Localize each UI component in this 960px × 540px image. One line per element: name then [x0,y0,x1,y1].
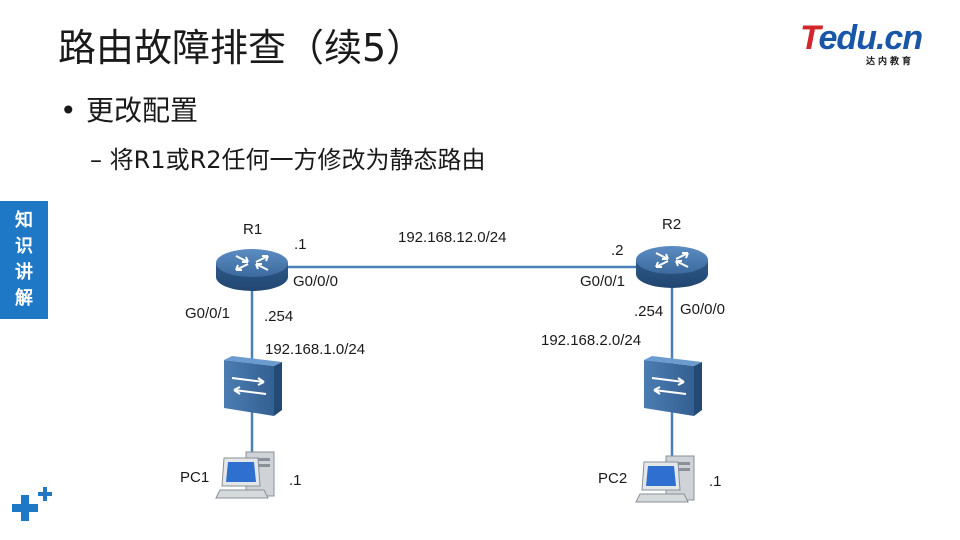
pc-icon[interactable] [635,455,695,503]
side-tab-char: 识 [15,236,33,257]
r1-lan-ip-label: .254 [264,308,294,325]
r2-wan-port-label: G0/0/1 [580,273,626,290]
wan-network-label: 192.168.12.0/24 [398,229,507,246]
plus-logo-icon [12,487,52,521]
logo-wordmark: Tedu.cn [800,18,924,58]
pc2-name-label: PC2 [598,470,628,487]
logo-subtitle: 达内教育 [866,57,915,67]
pc1-name-label: PC1 [180,469,210,486]
bullet-sub: – 将R1或R2任何一方修改为静态路由 [90,146,486,174]
logo-letter-t: T [800,19,819,57]
r2-wan-ip-label: .2 [611,242,624,259]
bullet-dot: • [60,94,77,127]
switch-icon[interactable] [644,356,702,416]
switch-icon[interactable] [224,356,282,416]
r2-name-label: R2 [662,216,682,233]
lan2-network-label: 192.168.2.0/24 [541,332,642,349]
router-icon[interactable] [216,249,288,291]
pc2-ip-label: .1 [709,473,722,490]
side-tab-char: 解 [15,288,33,309]
r1-wan-port-label: G0/0/0 [293,273,339,290]
tedu-logo: Tedu.cn 达内教育 [800,18,940,68]
side-tab-char: 知 [15,210,33,231]
r1-name-label: R1 [243,221,263,238]
logo-domain: edu.cn [818,19,924,57]
router-icon[interactable] [636,246,708,288]
side-tab-knowledge: 知 识 讲 解 [0,201,48,319]
lan1-network-label: 192.168.1.0/24 [265,341,366,358]
r1-wan-ip-label: .1 [294,236,307,253]
bullet-main-text: 更改配置 [86,94,199,127]
bullet-main: • 更改配置 [60,92,198,130]
slide-title: 路由故障排查（续5） [58,26,425,70]
r2-lan-port-label: G0/0/0 [680,301,726,318]
r2-lan-ip-label: .254 [634,303,664,320]
pc-icon[interactable] [215,451,275,499]
links [250,265,674,466]
r1-lan-port-label: G0/0/1 [185,305,231,322]
pc1-ip-label: .1 [289,472,302,489]
side-tab-char: 讲 [15,262,33,283]
